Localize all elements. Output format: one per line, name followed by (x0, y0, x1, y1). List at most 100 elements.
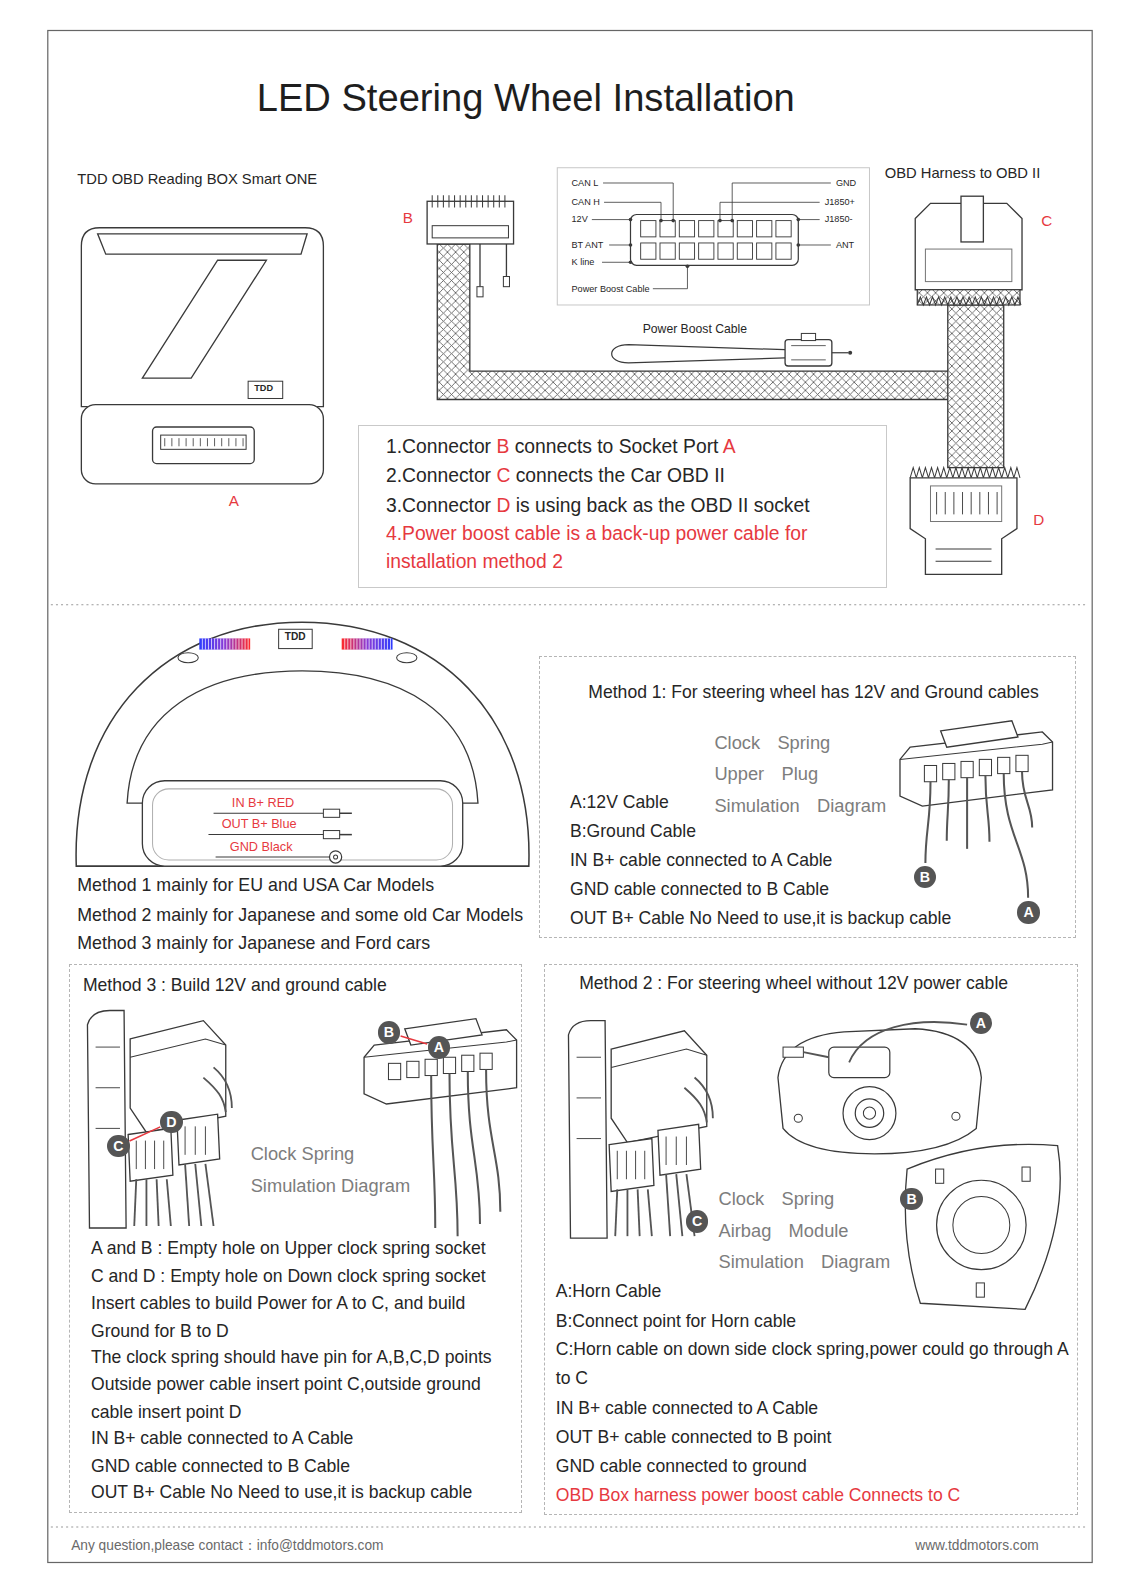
led-gap (363, 638, 364, 649)
slot (145, 1141, 146, 1169)
panel-text: 2.Connector C connects the Car OBD II (386, 462, 725, 490)
led-gap (359, 638, 360, 649)
led-gap (248, 638, 249, 649)
pin-leader (602, 262, 630, 263)
pin-slot (388, 1063, 400, 1079)
wire (1022, 772, 1032, 828)
housing-edge (130, 1039, 226, 1057)
obd-harness (427, 195, 1022, 574)
panel-text: IN B+ cable connected to A Cable (91, 1425, 353, 1452)
socket-pin (679, 243, 694, 259)
callout-letter: D (496, 495, 510, 516)
column-detail (96, 1047, 120, 1128)
pin-leader (798, 219, 819, 220)
socket-port (153, 427, 255, 464)
callout-letter: D (1033, 511, 1044, 529)
led-gap (205, 638, 206, 649)
connector-b (427, 201, 513, 244)
note: Method 1 mainly for EU and USA Car Model… (77, 875, 434, 895)
panel-text: Clock Spring Simulation Diagram (251, 1138, 424, 1201)
panel-text: B:Ground Cable (570, 817, 696, 845)
panel-text: B:Connect point for Horn cable (556, 1307, 796, 1336)
pin-dot (659, 219, 663, 223)
part-name: Power Boost Cable (643, 322, 747, 336)
page-title: LED Steering Wheel Installation (221, 76, 831, 120)
callout-letter: A (428, 1036, 450, 1058)
socket-pin (186, 438, 187, 446)
pin-dot (796, 218, 800, 222)
obd-socket (630, 214, 798, 265)
wire (157, 1179, 159, 1226)
connector-pin (962, 492, 963, 514)
led-gap (378, 638, 379, 649)
led-gap (372, 638, 373, 649)
pin-name: J1850+ (825, 197, 855, 208)
page-frame (48, 30, 1092, 1562)
connector-pin (493, 195, 494, 207)
connector-c-latch (961, 196, 983, 242)
connector-d (910, 478, 1017, 575)
wheel-logo-plate (279, 629, 313, 648)
wire-tip (340, 813, 352, 815)
panel-text: IN B+ cable connected to A Cable (570, 846, 832, 874)
wire (146, 1179, 148, 1226)
fuse-lines (791, 346, 826, 360)
wire (167, 1179, 171, 1226)
panel-heading: Method 3 : Build 12V and ground cable (83, 971, 387, 999)
logo-text: TDD (285, 631, 306, 643)
slot (626, 1151, 627, 1179)
pin-slot (943, 763, 955, 779)
slot (644, 1151, 645, 1179)
connector-d-inner (930, 486, 1001, 522)
wire-terminal (323, 809, 339, 817)
wire (468, 1071, 480, 1223)
connector-teeth (917, 297, 1021, 305)
fuse-cap (801, 333, 815, 340)
connector-pin (432, 195, 433, 207)
slot (185, 1126, 186, 1154)
pin-dot (718, 219, 722, 223)
callout-letter: B (914, 866, 936, 888)
braided-cable (948, 305, 1004, 468)
column (568, 1021, 607, 1239)
wire (203, 1078, 225, 1113)
slot (676, 1137, 677, 1165)
socket-pin (221, 438, 222, 446)
connector-pin (482, 195, 483, 207)
horn-wire (849, 1022, 967, 1062)
wire (947, 780, 949, 841)
connector-pin (471, 195, 472, 207)
column-detail (577, 1057, 601, 1138)
led-gap (344, 638, 345, 649)
part-name: OBD Harness to OBD II (885, 165, 1041, 182)
pin-dot (629, 243, 633, 247)
airbag-module (905, 1144, 1060, 1309)
callout-letter: C (686, 1210, 708, 1232)
connector-pin (465, 195, 466, 207)
lower-plug (658, 1124, 701, 1175)
instruction-box: 1.Connector B connects to Socket Port A2… (358, 425, 887, 588)
method-panel: Method 3 : Build 12V and ground cableClo… (69, 964, 522, 1513)
callout-letter: D (160, 1111, 182, 1133)
pin-dot (629, 260, 633, 264)
led-gap (384, 638, 385, 649)
connector-pin (443, 195, 444, 207)
wire (925, 782, 930, 863)
airbag-post (1022, 1167, 1030, 1181)
socket-pin (193, 438, 194, 446)
pigtail-wire (479, 244, 480, 287)
clock-spring-side (568, 1021, 712, 1239)
pin-slot (425, 1059, 437, 1075)
slot (666, 1137, 667, 1165)
pin-name: CAN L (572, 178, 599, 189)
callout-letter: B (378, 1021, 400, 1043)
socket-pin (207, 438, 208, 446)
pin-slot (1016, 755, 1028, 771)
socket-pin (737, 221, 752, 237)
panel-text: C:Horn cable on down side clock spring,p… (556, 1335, 1073, 1393)
callout-letter: A (970, 1012, 992, 1034)
callout-letter: A (723, 436, 736, 457)
pin-name: GND (836, 178, 856, 189)
wire-terminal (323, 831, 339, 839)
led-gap (350, 638, 351, 649)
